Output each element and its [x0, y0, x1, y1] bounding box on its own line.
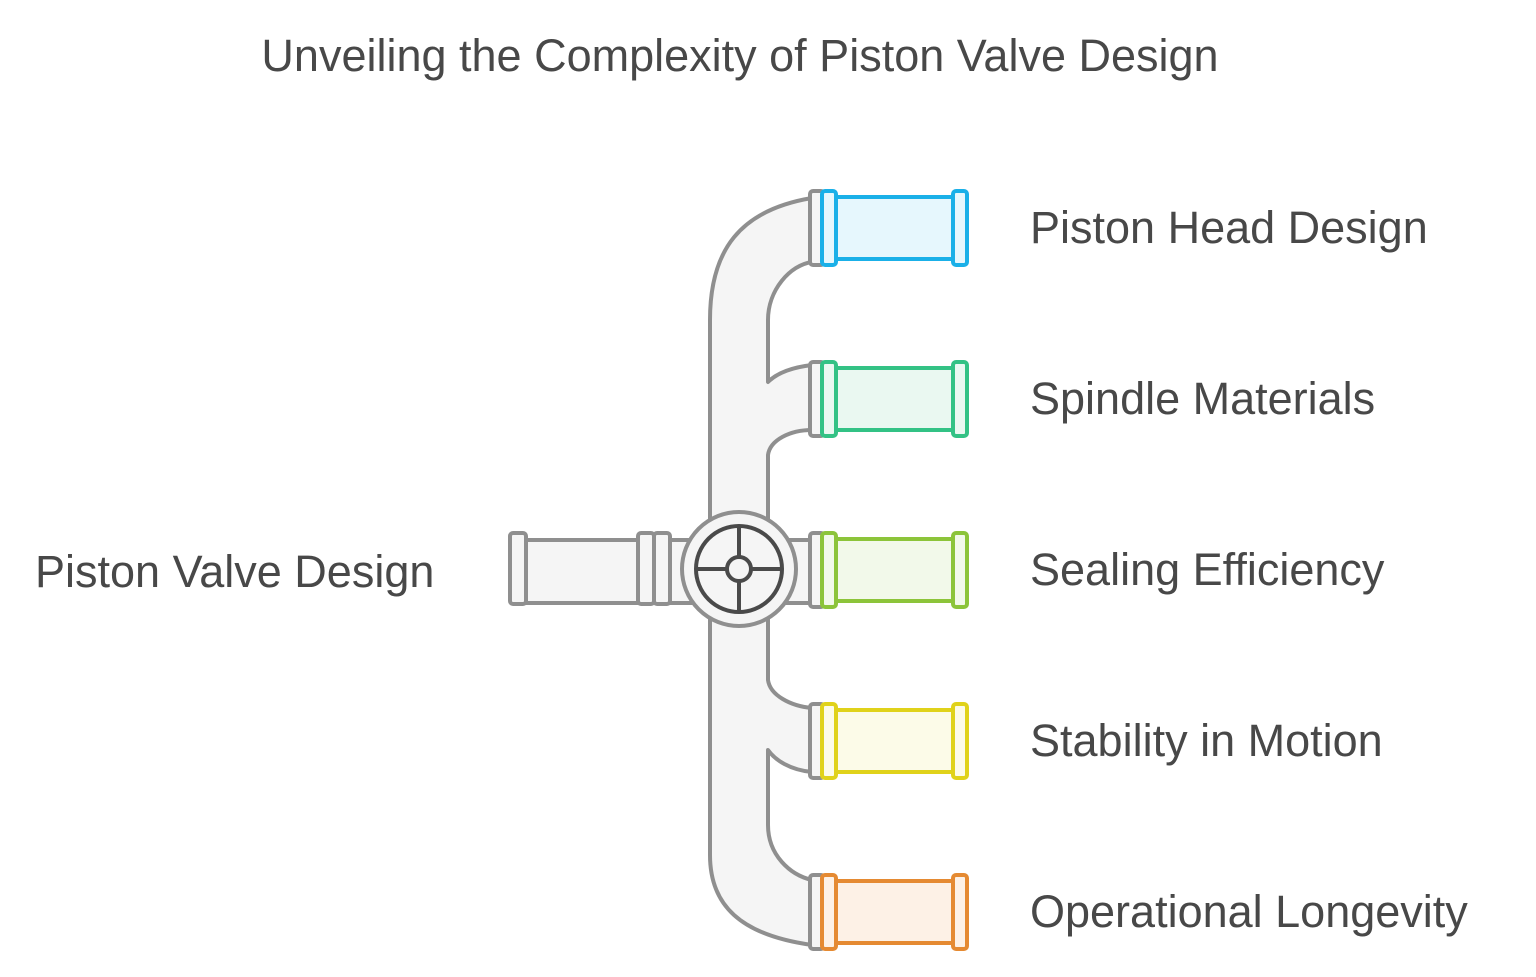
inlet-joint-flange-b: [652, 531, 672, 606]
branch-inner-flange: [820, 360, 838, 438]
branch-label-4: Stability in Motion: [1030, 715, 1383, 766]
branch-inner-flange: [820, 702, 838, 780]
valve-wheel-icon: [680, 510, 798, 628]
inlet-end-flange: [508, 531, 528, 606]
page-title: Unveiling the Complexity of Piston Valve…: [261, 30, 1219, 81]
branch-end-flange: [951, 531, 969, 609]
inlet-pipe: [518, 538, 648, 605]
branch-label-3: Sealing Efficiency: [1030, 544, 1385, 595]
branch-label-5: Operational Longevity: [1030, 886, 1468, 937]
branch-outlet-1: [808, 189, 969, 267]
branch-end-flange: [951, 873, 969, 951]
branch-pipe: [834, 195, 958, 261]
branch-inner-flange: [820, 531, 838, 609]
branch-outlet-5: [808, 873, 969, 951]
branch-pipe: [834, 879, 958, 945]
branch-outlet-2: [808, 360, 969, 438]
branch-pipe: [834, 366, 958, 432]
branch-label-1: Piston Head Design: [1030, 202, 1428, 253]
branch-outlet-4: [808, 702, 969, 780]
branch-outlet-3: [808, 531, 969, 609]
branch-end-flange: [951, 360, 969, 438]
branch-end-flange: [951, 702, 969, 780]
branch-inner-flange: [820, 873, 838, 951]
branch-pipe: [834, 708, 958, 774]
branch-inner-flange: [820, 189, 838, 267]
branch-end-flange: [951, 189, 969, 267]
inlet-joint-flange-a: [636, 531, 656, 606]
branch-outlets: [808, 189, 969, 951]
branch-pipe: [834, 537, 958, 603]
branch-label-2: Spindle Materials: [1030, 373, 1376, 424]
source-label: Piston Valve Design: [35, 546, 435, 597]
